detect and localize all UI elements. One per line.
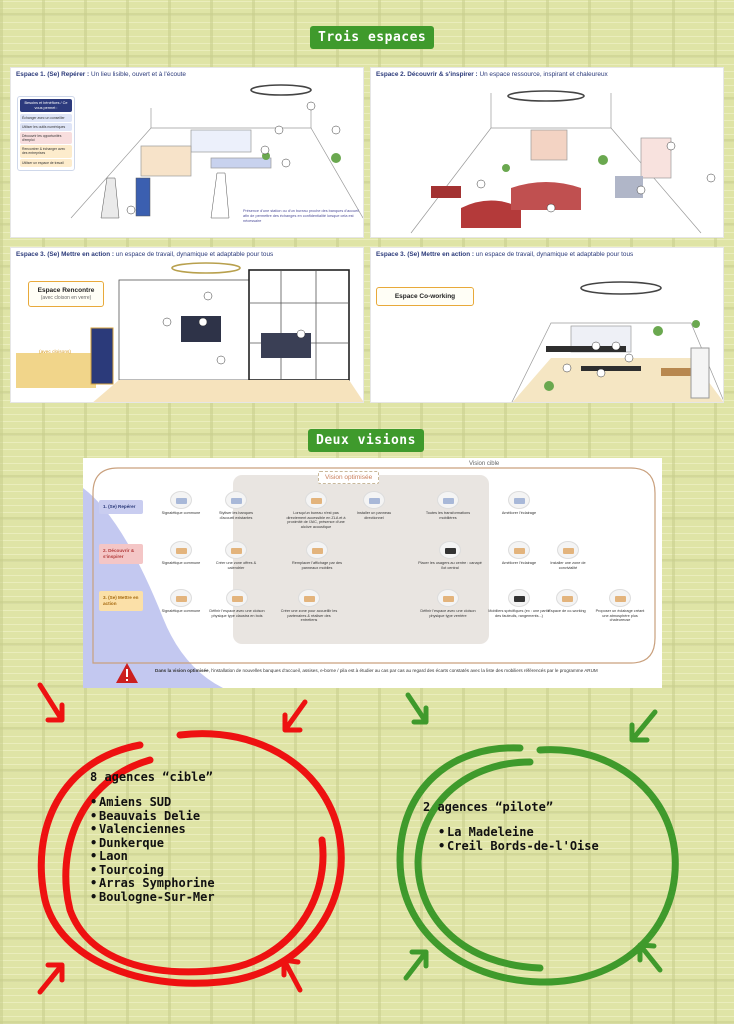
visions-background [83,467,656,688]
agence-item: Creil Bords-de-l'Oise [438,839,599,854]
vision-optimisee-label: Vision optimisée [318,471,380,484]
avec-cloisons-label: (avec cloisons) [39,350,71,355]
espace-3a-title: Espace 3. (Se) Mettre en action : un esp… [16,251,274,258]
agence-item: Valenciennes [90,822,215,837]
agence-item: Tourcoing [90,863,215,878]
opt-item: Styliser les banques d'accueil existante… [213,491,259,520]
opt-item: Signalétique commune [158,589,204,614]
espace-3b-title: Espace 3. (Se) Mettre en action : un esp… [376,251,634,258]
vision-warning: Dans la vision optimisée, l'installation… [155,668,598,673]
agence-item: Dunkerque [90,836,215,851]
opt-item: Signalétique commune [158,491,204,516]
espace-1-note: Présence d'une station ou d'un bureau pr… [243,209,359,224]
espace-3b-illustration [511,281,723,402]
cible-item: Espace de co-working [547,589,587,614]
visions-panel: Vision cible Vision optimisée 1. (Se) Re… [83,458,662,688]
espace-1-legend: Besoins et bénéfices / Ce vous permet : … [17,96,75,171]
cible-item: Améliorer l'éclairage [496,541,542,566]
row-label-decouvrir: 2. Découvrir & s'inspirer [99,544,143,564]
cible-item: Améliorer l'éclairage [496,491,542,516]
cible-item: Définir l'espace avec une cloison physiq… [416,589,480,618]
espace-2-title: Espace 2. Découvrir & s'inspirer : Un es… [376,71,608,78]
row-label-action: 3. (Se) Mettre en action [99,591,143,611]
warning-icon [116,663,138,683]
opt-item: Installer un panneau directionnel [351,491,397,520]
cible-title: 8 agences “cible” [90,770,213,784]
cible-list: 8 agences “cible” Amiens SUD Beauvais De… [90,770,215,904]
opt-item: Créer une zone pour accueillir les parte… [279,589,339,623]
opt-item: Définir l'espace avec une cloison physiq… [207,589,267,618]
espace-coworking-tag: Espace Co-working [376,287,474,306]
agence-item: Boulogne-Sur-Mer [90,890,215,905]
row-label-reperer: 1. (Se) Repérer [99,500,143,514]
espace-3-coworking-panel: Espace 3. (Se) Mettre en action : un esp… [370,247,724,403]
pilote-title: 2 agences “pilote” [423,800,554,814]
espace-2-panel: Espace 2. Découvrir & s'inspirer : Un es… [370,67,724,238]
espace-3a-illustration [16,262,363,402]
espace-1-title: Espace 1. (Se) Repérer : Un lieu lisible… [16,71,186,78]
espace-3-rencontre-panel: Espace 3. (Se) Mettre en action : un esp… [10,247,364,403]
espace-1-illustration [70,84,363,219]
cible-item: Toutes les transformations mobilières [418,491,478,520]
espace-1-panel: Espace 1. (Se) Repérer : Un lieu lisible… [10,67,364,238]
opt-item: Remplacer l'affichage par des panneaux m… [289,541,345,570]
pilote-list: 2 agences “pilote” La Madeleine Creil Bo… [423,800,599,853]
espace-rencontre-tag: Espace Rencontre(avec cloison en verre) [28,281,104,307]
cible-item: Mobiliers spécifiques (ex : une partie d… [487,589,551,618]
agence-item: Laon [90,849,215,864]
agence-item: La Madeleine [438,825,599,840]
cible-item: Proposer un éclairage créant une atmosph… [593,589,647,623]
vision-cible-label: Vision cible [469,461,500,467]
cible-item: Placer les usagers au centre : canapé îl… [418,541,482,570]
agence-item: Beauvais Delie [90,809,215,824]
agence-item: Arras Symphorine [90,876,215,891]
opt-item: Lorsqu'un bureau n'est pas directement a… [285,491,347,530]
trois-espaces-heading: Trois espaces [310,26,435,49]
agence-item: Amiens SUD [90,795,215,810]
deux-visions-heading: Deux visions [308,429,424,452]
opt-item: Signalétique commune [158,541,204,566]
cible-item: Installer une zone de convivialité [545,541,591,570]
opt-item: Créer une zone offres & calendrier [213,541,259,570]
espace-2-illustration [410,90,716,234]
